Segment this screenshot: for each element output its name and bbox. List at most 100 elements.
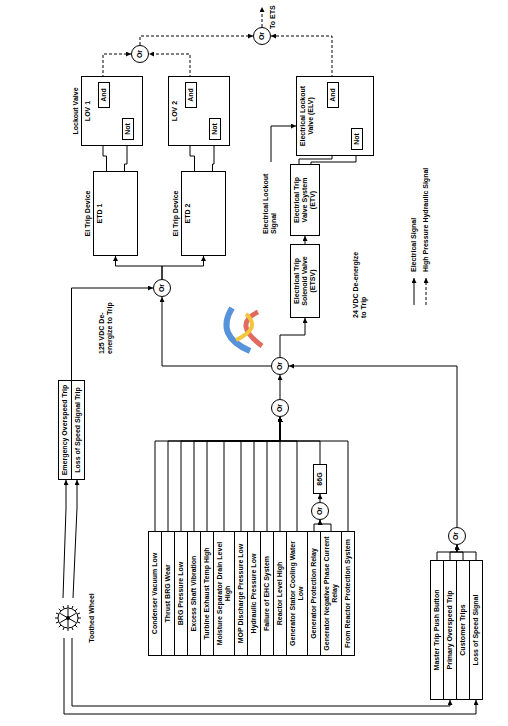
connector <box>194 417 280 531</box>
node-text: Not <box>124 121 132 137</box>
node-text: Not <box>353 131 361 147</box>
node-text: Master Trip Push Button <box>433 564 441 696</box>
and-gate: And <box>327 82 339 108</box>
node-text: And <box>187 85 195 105</box>
connector <box>267 417 280 531</box>
node-text: Or <box>158 284 166 292</box>
node-text: Electrical Trip Solenoid Valve (ETSV) <box>293 248 317 314</box>
not-gate: Not <box>351 128 363 150</box>
node-text: 86G <box>316 468 324 490</box>
output-arrow <box>262 7 263 27</box>
trip-condition-box: Primary Overspeed Trip <box>443 560 457 700</box>
trip-condition-box: Moisture Separator Drain Level High <box>213 531 235 656</box>
connector <box>450 545 457 560</box>
lockout-valve-box: Electrical Lockout Valve (ELV)NotAnd <box>296 76 374 156</box>
box-outline: LOV 1NotAnd <box>81 76 143 146</box>
trip-device-box: El Trip DeviceETD 2 <box>172 171 226 256</box>
trip-condition-box: Reactor Level High <box>273 531 287 656</box>
legend-line <box>426 278 427 305</box>
and-gate: And <box>98 82 110 108</box>
connector <box>72 288 154 380</box>
node-text: And <box>329 85 337 105</box>
or-gate: Or <box>271 357 289 375</box>
node-text: BRG Pressure Low <box>177 535 185 652</box>
wheel-tooth <box>59 625 61 627</box>
wheel-tooth <box>75 609 77 611</box>
wheel-tooth <box>56 613 59 614</box>
connector <box>155 417 280 531</box>
trip-condition-box: Thrust BRG Wear <box>161 531 175 656</box>
connector <box>73 480 77 598</box>
trip-condition-box: Generator Protection Relay <box>307 531 321 656</box>
wheel-tooth <box>75 625 77 627</box>
wheel-tooth <box>68 605 69 608</box>
connector <box>457 545 476 560</box>
legend-row: High Pressure Hydraulic Signal <box>422 168 430 306</box>
wheel-tooth <box>56 622 59 623</box>
node-text: Generator Stator Cooling Water Low <box>289 535 305 652</box>
connector <box>280 417 297 531</box>
node-text: Electrical Trip Valve System (ETV) <box>293 168 317 232</box>
trip-box: Emergency Overspeed TripLoss of Speed Si… <box>58 380 85 480</box>
trip-condition-box: Condenser Vacuum Low <box>148 531 162 656</box>
legend-sample <box>422 276 430 306</box>
connectors <box>63 36 476 714</box>
or-gate: Or <box>253 27 271 45</box>
trip-condition-box: Hydraulic Pressure Low <box>247 531 261 656</box>
wheel-tooth <box>55 618 58 619</box>
trip-condition-box: Customer Trips <box>456 560 470 700</box>
legend-row: Electrical Signal <box>410 168 418 306</box>
trip-condition-box: Generator Negative Phase Current Relay <box>320 531 342 656</box>
connector <box>63 480 66 598</box>
node-text: Reactor Level High <box>276 535 284 652</box>
watermark-arc <box>236 314 252 340</box>
connector <box>320 520 331 531</box>
wheel-tooth <box>63 627 64 630</box>
connector <box>162 256 204 279</box>
connector <box>254 417 280 531</box>
connector <box>224 417 280 531</box>
not-gate: Not <box>122 118 134 140</box>
signal-label: 125 VDC De-energize to Trip <box>98 296 114 354</box>
connector <box>280 375 281 399</box>
node-text: Or <box>452 532 460 540</box>
connector <box>305 236 306 244</box>
trip-condition-box: BRG Pressure Low <box>174 531 188 656</box>
connector <box>116 256 163 279</box>
signal-label: To ETS <box>269 2 277 29</box>
node-text: Or <box>258 32 266 40</box>
connector <box>289 366 457 527</box>
node-text: And <box>100 85 108 105</box>
connector <box>181 417 280 531</box>
node-text: Primary Overspeed Trip <box>446 564 454 696</box>
node-text: Not <box>211 121 219 137</box>
trip-device-box: El Trip DeviceETD 1 <box>84 171 138 256</box>
connector <box>207 417 280 531</box>
node-heading: El Trip Device <box>172 171 181 256</box>
node-text: Generator Protection Relay <box>310 535 318 652</box>
node-text: LOV 2 <box>171 80 179 142</box>
wheel-tooth <box>77 622 80 623</box>
relay-box: 86G <box>313 464 327 494</box>
box-outline: ETD 2 <box>181 171 226 256</box>
wheel-tooth <box>63 606 64 609</box>
node-text: Customer Trips <box>459 564 467 696</box>
or-gate: Or <box>311 502 329 520</box>
node-text: Toothed Wheel <box>88 588 96 648</box>
node-text: Or <box>316 507 324 515</box>
or-gate: Or <box>448 527 466 545</box>
node-text: Loss of Speed Signal <box>472 564 480 696</box>
wheel-tooth <box>68 628 69 631</box>
wheel-tooth <box>59 609 61 611</box>
trip-condition-box: Failure of EHC System <box>260 531 274 656</box>
connector <box>314 520 320 531</box>
node-text: Emergency Overspeed Trip <box>61 384 69 476</box>
node-text: Condenser Vacuum Low <box>151 535 159 652</box>
connector <box>437 545 457 560</box>
not-gate: Not <box>209 118 221 140</box>
trip-condition-box: Turbine Exhaust Temp High <box>200 531 214 656</box>
connector <box>140 36 253 45</box>
node-heading: El Trip Device <box>84 171 93 256</box>
wheel-tooth <box>77 613 80 614</box>
connector <box>280 318 305 357</box>
